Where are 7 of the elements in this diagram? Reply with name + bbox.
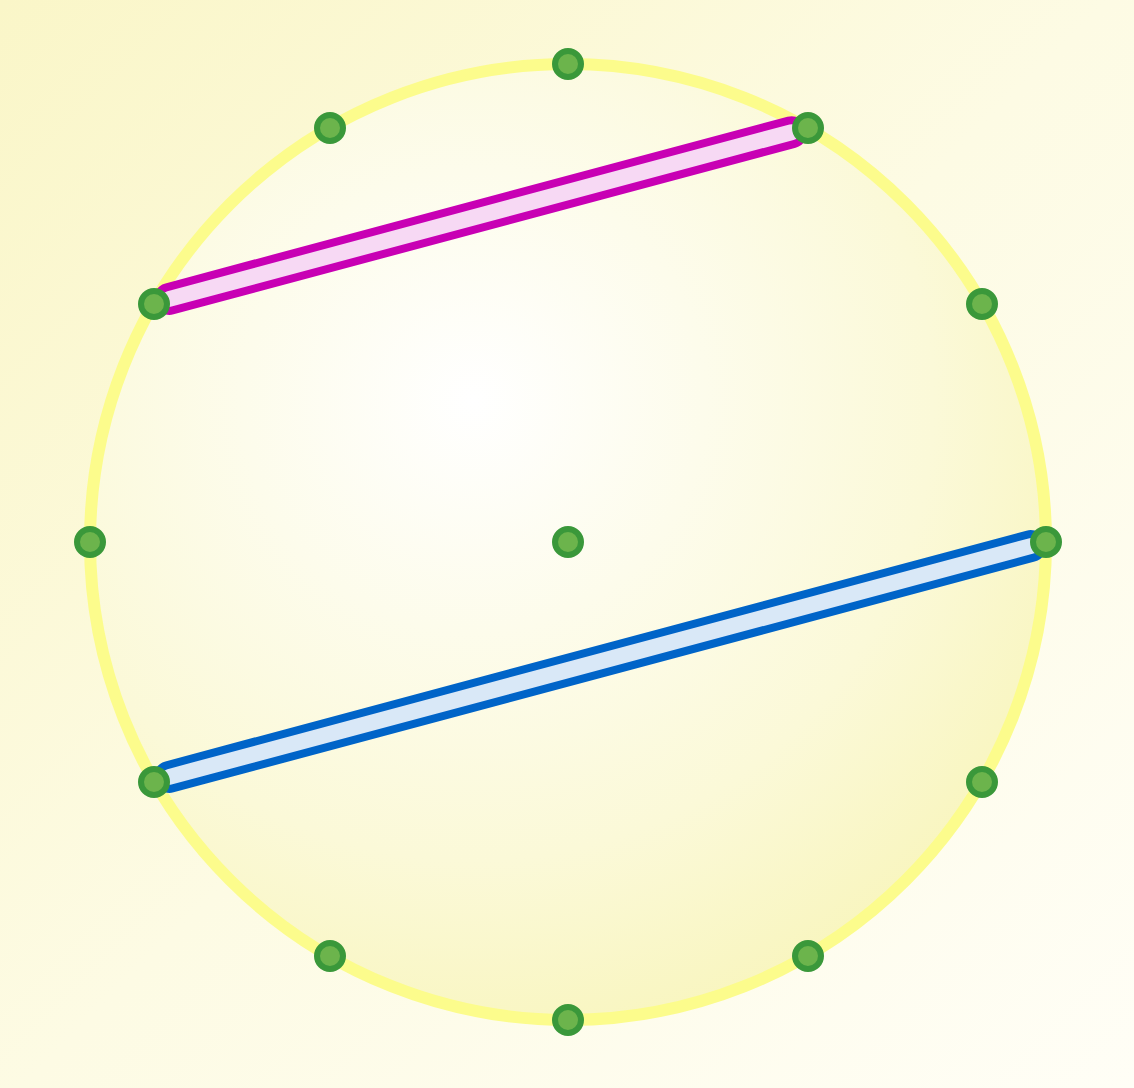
point-dot (552, 526, 584, 558)
point-dot (74, 526, 106, 558)
point-dot (552, 1004, 584, 1036)
chord (153, 116, 808, 315)
point-dot (552, 48, 584, 80)
point-dot (1030, 526, 1062, 558)
chord (153, 530, 1047, 793)
